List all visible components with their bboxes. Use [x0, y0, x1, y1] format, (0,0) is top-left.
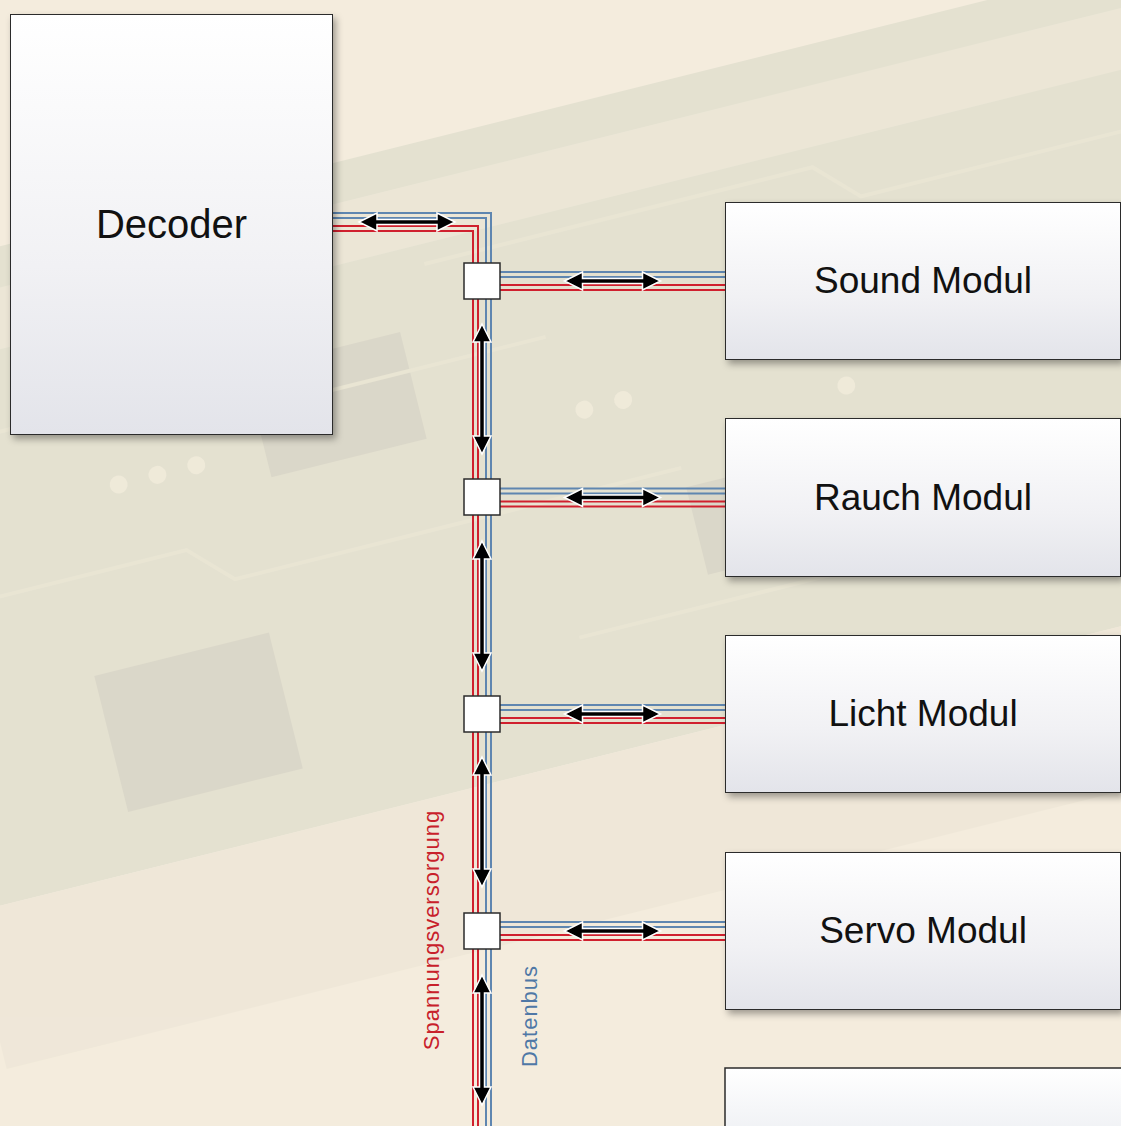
bus-wire: [333, 213, 725, 272]
bus-connector: [333, 213, 725, 940]
module-box: Licht Modul: [725, 635, 1121, 793]
module-box: Rauch Modul: [725, 418, 1121, 577]
node-label: Servo Modul: [819, 910, 1027, 952]
bus-wire: [333, 231, 725, 290]
node-label: Sound Modul: [814, 260, 1032, 302]
bus-wire: [333, 226, 725, 718]
module-box: Sound Modul: [725, 202, 1121, 360]
data-bus-label: Datenbus: [517, 965, 543, 1067]
junction-squares: [464, 263, 500, 949]
bus-wire: [333, 231, 725, 940]
module-box: Servo Modul: [725, 852, 1121, 1010]
bus-wire: [333, 226, 725, 502]
bus-arrows: [359, 213, 491, 1105]
bus-connector: [333, 213, 725, 723]
bus-wire: [333, 231, 725, 507]
arrow-head: [565, 705, 661, 723]
bus-connector: [333, 213, 725, 507]
power-line-label: Spannungsversorgung: [419, 810, 445, 1050]
arrow-head: [565, 922, 661, 940]
node-label: Rauch Modul: [814, 477, 1032, 519]
node-label: Decoder: [96, 202, 247, 247]
bus-wire: [333, 213, 725, 705]
node-label: Licht Modul: [828, 693, 1017, 735]
arrow-head: [565, 272, 661, 290]
bus-wire: [333, 231, 725, 723]
bus-wire: [333, 218, 725, 927]
decoder-box: Decoder: [10, 14, 333, 435]
bus-connector: [333, 213, 725, 290]
bus-wire: [333, 226, 725, 285]
bus-wire: [333, 218, 725, 494]
bus-wire: [333, 218, 725, 710]
bus-wire: [333, 213, 725, 489]
empty-module-box: [725, 1068, 1121, 1126]
bus-wire: [333, 226, 725, 935]
bus-extension: [473, 931, 491, 1126]
arrow-head: [565, 489, 661, 507]
bus-wire: [333, 213, 725, 922]
